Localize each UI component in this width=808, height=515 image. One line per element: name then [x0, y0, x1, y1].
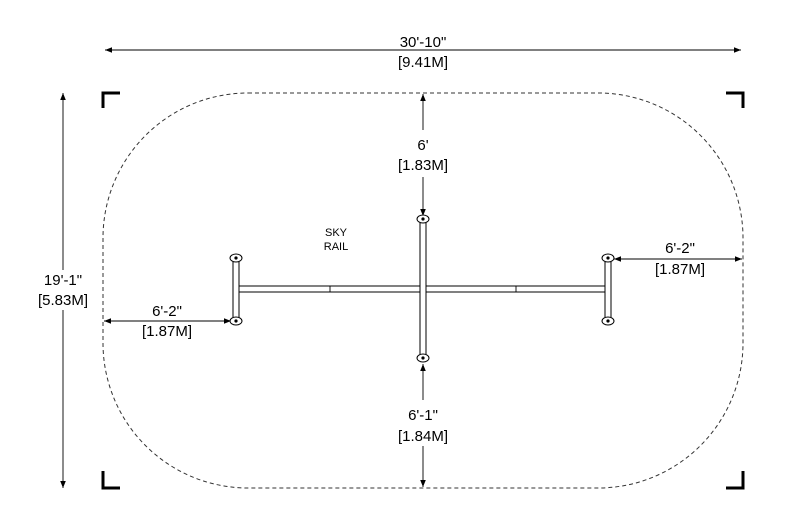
use-zone-boundary — [102, 92, 744, 489]
sky-rail-equipment — [229, 214, 615, 363]
overall-depth-metric: [5.83M] — [38, 292, 88, 309]
right-clearance-dimension: 6'-2" [1.87M] — [614, 240, 742, 278]
overall-depth-dimension: 19'-1" [5.83M] — [30, 93, 96, 488]
bottom-clearance-metric: [1.84M] — [398, 428, 448, 445]
right-end-post — [604, 257, 612, 321]
overall-depth-imperial: 19'-1" — [44, 272, 82, 289]
corner-bracket-bottom-right — [726, 471, 745, 490]
corner-bracket-bottom-left — [101, 471, 120, 490]
overall-width-metric: [9.41M] — [398, 54, 448, 71]
equipment-label-line1: SKY — [325, 227, 348, 239]
bottom-clearance-imperial: 6'-1" — [408, 407, 438, 424]
mount-pads — [229, 214, 615, 363]
left-clearance-imperial: 6'-2" — [152, 303, 182, 320]
top-clearance-dimension: 6' [1.83M] — [398, 94, 448, 216]
vertical-rail — [419, 218, 427, 358]
right-clearance-imperial: 6'-2" — [665, 240, 695, 257]
left-clearance-metric: [1.87M] — [142, 323, 192, 340]
equipment-label-line2: RAIL — [324, 241, 348, 253]
bottom-clearance-dimension: 6'-1" [1.84M] — [398, 364, 448, 487]
right-clearance-metric: [1.87M] — [655, 261, 705, 278]
corner-bracket-top-left — [101, 91, 120, 108]
overall-width-imperial: 30'-10" — [400, 34, 447, 51]
left-end-post — [232, 257, 240, 321]
corner-bracket-top-right — [726, 91, 745, 108]
top-clearance-imperial: 6' — [417, 137, 428, 154]
overall-width-dimension: 30'-10" [9.41M] — [105, 34, 741, 71]
top-clearance-metric: [1.83M] — [398, 157, 448, 174]
corner-brackets — [101, 91, 745, 490]
left-clearance-dimension: 6'-2" [1.87M] — [104, 303, 231, 340]
